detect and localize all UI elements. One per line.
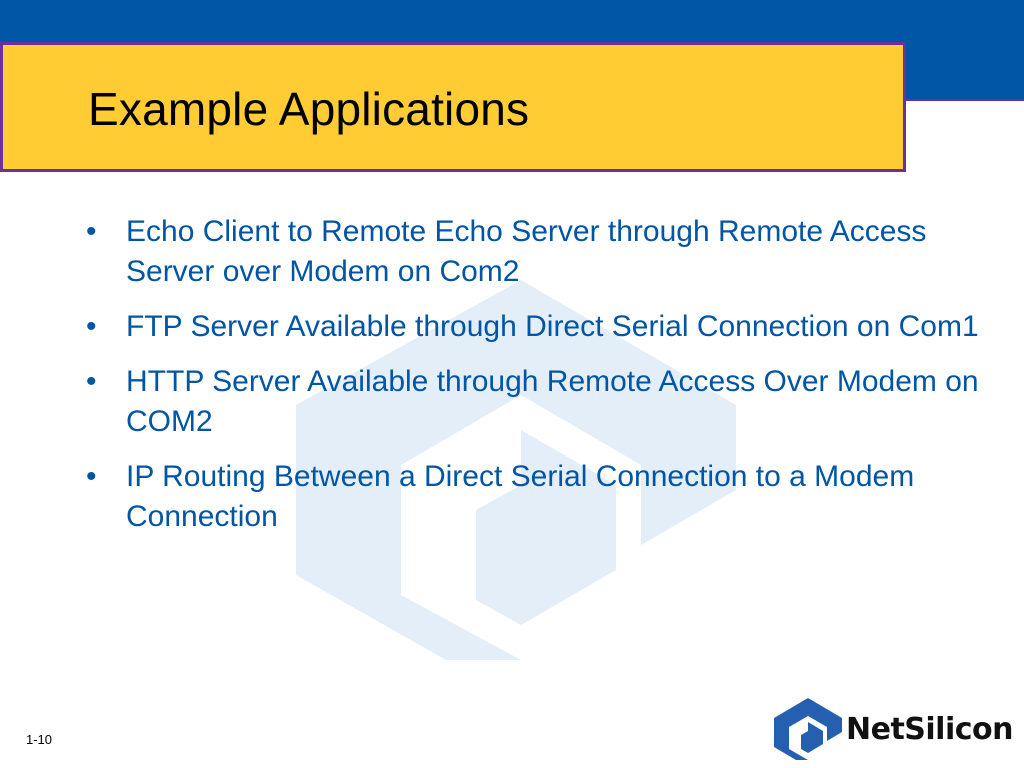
bullet-marker: • (86, 460, 97, 493)
bullet-item: • Echo Client to Remote Echo Server thro… (86, 212, 1006, 292)
bullet-text: HTTP Server Available through Remote Acc… (126, 365, 979, 438)
bullet-item: • HTTP Server Available through Remote A… (86, 362, 1006, 442)
bullet-text: Echo Client to Remote Echo Server throug… (126, 215, 927, 288)
watermark-logo-icon (296, 280, 736, 660)
netsilicon-logo-icon (774, 698, 842, 760)
title-box (0, 42, 906, 172)
bullet-text: FTP Server Available through Direct Seri… (126, 310, 979, 343)
slide-title: Example Applications (88, 83, 530, 135)
logo-text: NetSilicon (846, 712, 1014, 747)
bullet-marker: • (86, 215, 97, 248)
bullet-marker: • (86, 365, 97, 398)
bullet-marker: • (86, 310, 97, 343)
bullet-item: • FTP Server Available through Direct Se… (86, 307, 1006, 347)
bullet-text: IP Routing Between a Direct Serial Conne… (126, 460, 915, 533)
slide-number: 1-10 (26, 732, 53, 747)
netsilicon-logo: NetSilicon (774, 698, 1020, 760)
bullet-item: • IP Routing Between a Direct Serial Con… (86, 457, 1006, 537)
bullet-list: • Echo Client to Remote Echo Server thro… (86, 212, 1006, 552)
